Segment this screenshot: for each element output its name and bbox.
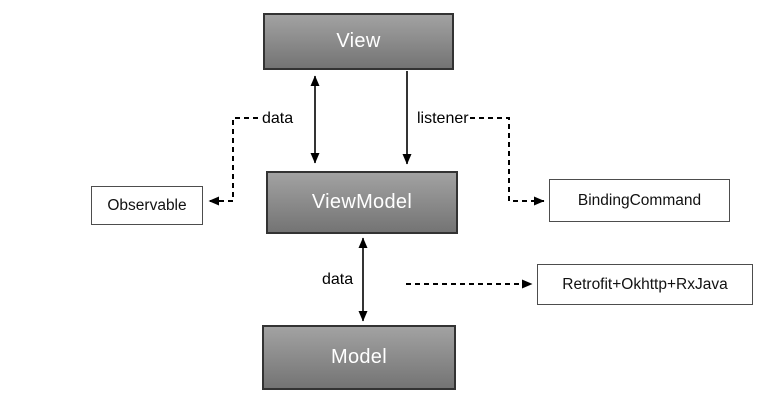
node-viewmodel: ViewModel [266, 171, 458, 234]
node-retrofit-label: Retrofit+Okhttp+RxJava [562, 275, 728, 293]
node-view: View [263, 13, 454, 70]
dashed-arrow-data-to-observable [208, 117, 258, 206]
node-bindingcommand-label: BindingCommand [577, 191, 702, 209]
edge-label-view-viewmodel-data: data [262, 110, 294, 127]
node-model: Model [262, 325, 456, 390]
node-model-label: Model [331, 346, 387, 368]
node-view-label: View [336, 30, 381, 52]
edge-label-viewmodel-model-data: data [322, 271, 354, 288]
node-viewmodel-label: ViewModel [311, 191, 413, 213]
node-observable: Observable [91, 186, 203, 225]
node-bindingcommand: BindingCommand [549, 179, 730, 222]
node-retrofit: Retrofit+Okhttp+RxJava [537, 264, 753, 305]
edge-label-view-viewmodel-listener: listener [417, 110, 469, 127]
node-observable-label: Observable [107, 196, 187, 214]
dashed-arrow-listener-to-bindingcommand [470, 117, 545, 206]
